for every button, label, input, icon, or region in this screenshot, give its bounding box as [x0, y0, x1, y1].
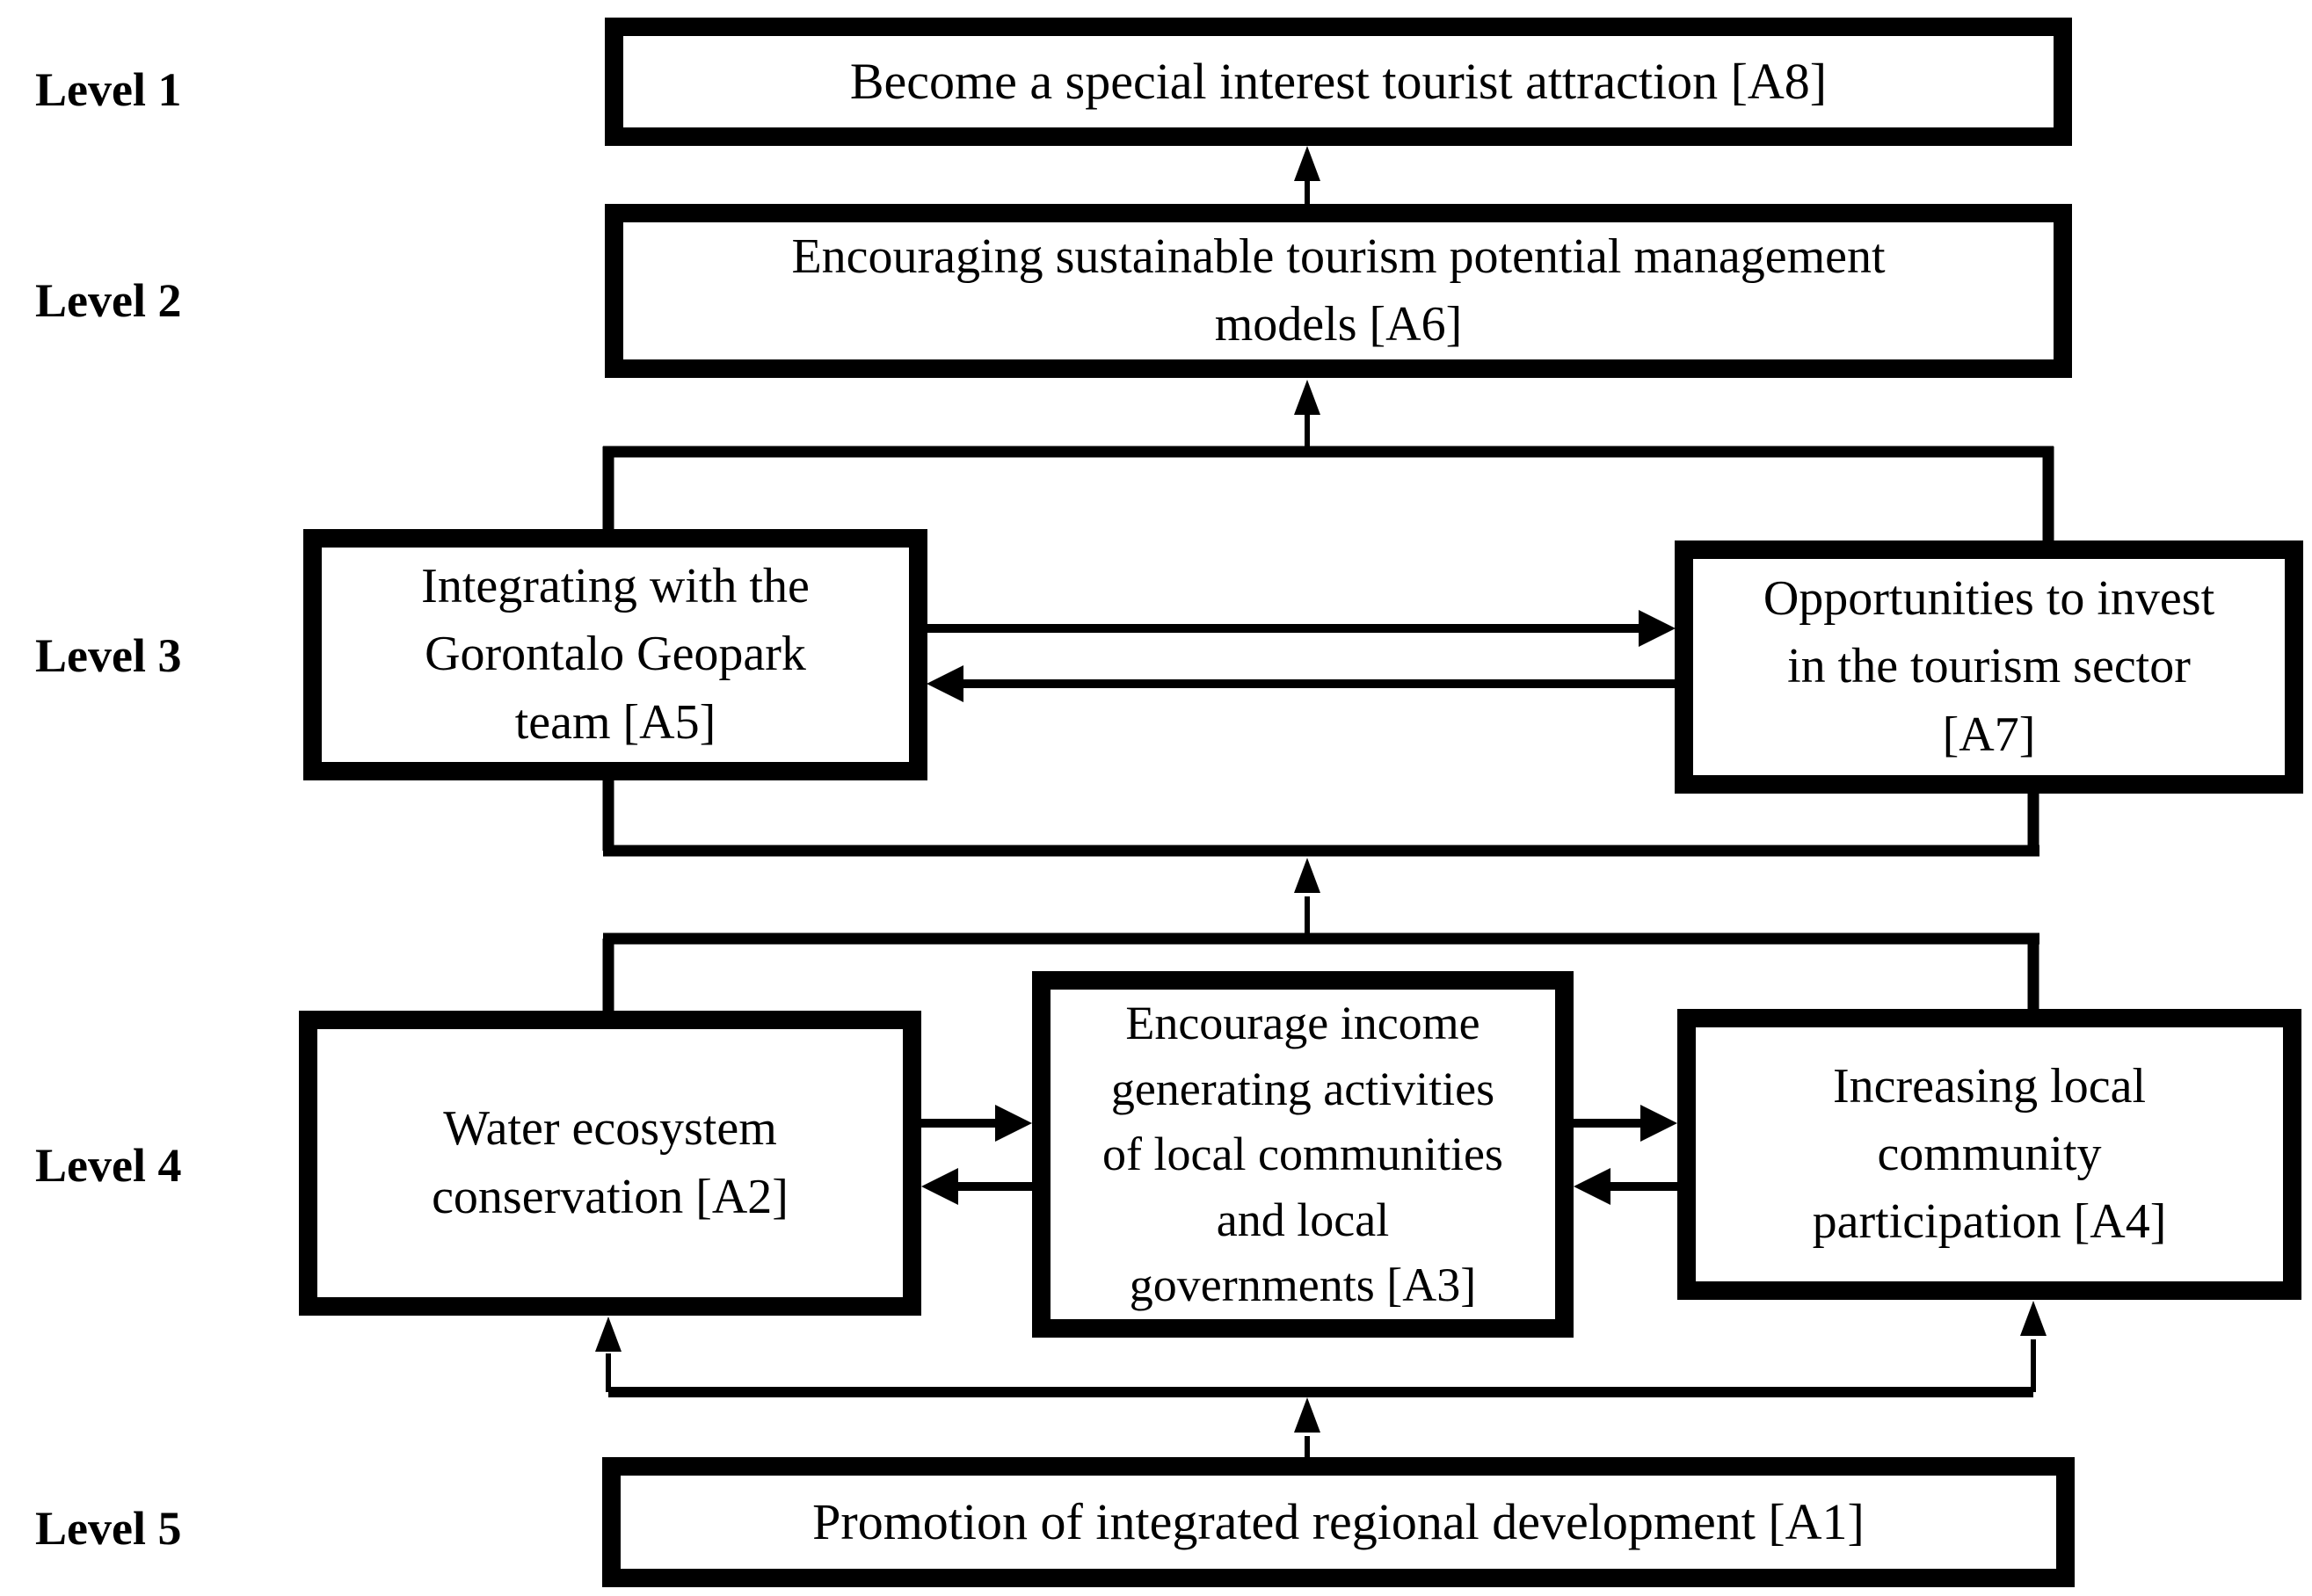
node-a3-label: Encourage income generating activities o…	[1102, 997, 1503, 1312]
node-a8: Become a special interest tourist attrac…	[605, 18, 2072, 146]
arrow-bus-to-a4	[2020, 1301, 2047, 1392]
level-1-label: Level 1	[35, 63, 182, 116]
arrow-level4bus-to-level3bus	[1294, 858, 1320, 939]
arrow-a6-to-a8	[1294, 146, 1320, 204]
node-a4: Increasing local community participation…	[1677, 1009, 2301, 1300]
node-a2: Water ecosystem conservation [A2]	[299, 1011, 921, 1316]
level-2-label: Level 2	[35, 274, 182, 327]
node-a7-label: Opportunities to invest in the tourism s…	[1763, 571, 2215, 762]
node-a4-label: Increasing local community participation…	[1812, 1058, 2167, 1250]
node-a3: Encourage income generating activities o…	[1032, 971, 1574, 1338]
arrow-a3-to-a4	[1574, 1105, 1677, 1142]
node-a6: Encouraging sustainable tourism potentia…	[605, 204, 2072, 378]
arrow-a2-to-a3	[921, 1105, 1032, 1142]
arrow-bus-to-a2	[595, 1317, 622, 1392]
node-a5: Integrating with the Gorontalo Geopark t…	[303, 529, 927, 780]
node-a1: Promotion of integrated regional develop…	[602, 1457, 2075, 1587]
arrow-a1-to-bus	[1294, 1397, 1320, 1457]
arrow-a5-to-a7	[927, 610, 1676, 647]
node-a7: Opportunities to invest in the tourism s…	[1675, 540, 2303, 794]
node-a5-label: Integrating with the Gorontalo Geopark t…	[421, 559, 810, 750]
arrow-bus-to-a6	[1294, 380, 1320, 452]
arrow-a7-to-a5	[927, 665, 1675, 702]
node-a8-label: Become a special interest tourist attrac…	[849, 52, 1828, 110]
level-4-label: Level 4	[35, 1139, 182, 1192]
node-a2-label: Water ecosystem conservation [A2]	[432, 1101, 789, 1224]
node-a6-label: Encouraging sustainable tourism potentia…	[791, 229, 1886, 352]
node-a1-label: Promotion of integrated regional develop…	[812, 1492, 1865, 1550]
arrow-a3-to-a2	[921, 1168, 1032, 1205]
level-5-label: Level 5	[35, 1502, 182, 1555]
arrow-a4-to-a3	[1574, 1168, 1677, 1205]
level-3-label: Level 3	[35, 629, 182, 682]
level3-bottom-bus	[602, 780, 2039, 857]
